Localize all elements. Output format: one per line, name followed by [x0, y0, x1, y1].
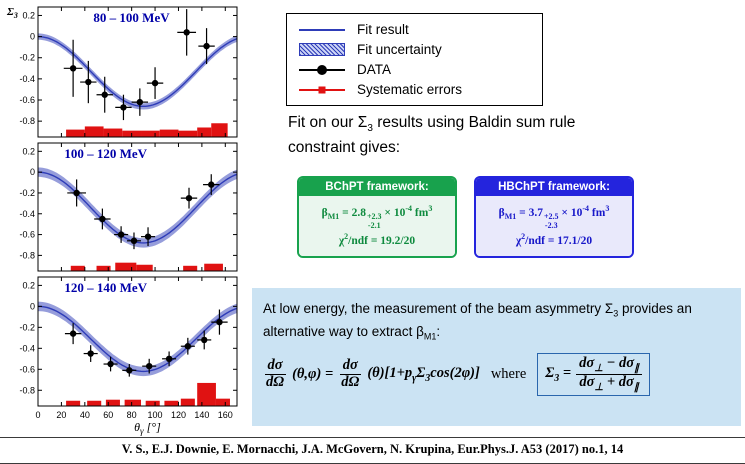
- svg-text:-0.2: -0.2: [19, 322, 35, 332]
- legend-label-data: DATA: [357, 62, 392, 77]
- plot-legend: Fit result Fit uncertainty DATA Systemat…: [286, 13, 543, 106]
- legend-label-fit-uncertainty: Fit uncertainty: [357, 42, 442, 57]
- svg-text:Σ3: Σ3: [6, 6, 18, 20]
- legend-label-systematic-errors: Systematic errors: [357, 82, 463, 97]
- chart-panel-80-100: 0.2 0 -0.2 -0.4 -0.6 -0.8 80 – 100 MeV Σ3: [4, 4, 244, 140]
- svg-text:80 – 100 MeV: 80 – 100 MeV: [93, 10, 170, 25]
- sigma3-lhs: Σ3 =: [545, 365, 572, 384]
- framework-results: BChPT framework: βM1 = 2.8+2.3-2.1 × 10-…: [297, 176, 634, 259]
- legend-item-fit-result: Fit result: [299, 22, 530, 37]
- svg-text:0: 0: [30, 301, 35, 311]
- bchpt-body: βM1 = 2.8+2.3-2.1 × 10-4 fm3 χ2/ndf = 19…: [299, 196, 455, 257]
- svg-text:140: 140: [194, 410, 209, 420]
- hbchpt-chi2-value: χ2/ndf = 17.1/20: [515, 232, 593, 248]
- bchpt-beta-value: βM1 = 2.8+2.3-2.1 × 10-4 fm3: [321, 204, 433, 231]
- svg-text:20: 20: [56, 410, 66, 420]
- fit-line-icon: [299, 23, 345, 37]
- hbchpt-beta-value: βM1 = 3.7+2.5-2.3 × 10-4 fm3: [498, 204, 610, 231]
- legend-item-systematic-errors: Systematic errors: [299, 82, 530, 97]
- svg-text:-0.2: -0.2: [19, 188, 35, 198]
- hbchpt-result-box: HBChPT framework: βM1 = 3.7+2.5-2.3 × 10…: [474, 176, 634, 259]
- data-marker-icon: [299, 63, 345, 77]
- info-text: At low energy, the measurement of the be…: [263, 301, 692, 342]
- svg-text:40: 40: [80, 410, 90, 420]
- svg-text:-0.6: -0.6: [19, 95, 35, 105]
- where-label: where: [490, 365, 527, 382]
- svg-text:0: 0: [30, 32, 35, 42]
- svg-text:0: 0: [30, 167, 35, 177]
- svg-text:-0.4: -0.4: [19, 74, 35, 84]
- equation-args-lhs: (θ,φ) =: [292, 365, 334, 382]
- chart-panel-100-120: 0.2 0 -0.2 -0.4 -0.6 -0.8 100 – 120 MeV: [4, 140, 244, 274]
- uncertainty-band-icon: [299, 43, 345, 57]
- sigma3-definition-box: Σ3 = dσ⊥ − dσ∥ dσ⊥ + dσ∥: [537, 353, 651, 396]
- systematic-marker-icon: [299, 83, 345, 97]
- svg-text:-0.6: -0.6: [19, 230, 35, 240]
- svg-text:100 – 120 MeV: 100 – 120 MeV: [64, 146, 147, 161]
- citation: V. S., E.J. Downie, E. Mornacchi, J.A. M…: [0, 437, 745, 464]
- svg-text:160: 160: [218, 410, 233, 420]
- bchpt-result-box: BChPT framework: βM1 = 2.8+2.3-2.1 × 10-…: [297, 176, 457, 259]
- svg-text:-0.6: -0.6: [19, 364, 35, 374]
- low-energy-info-box: At low energy, the measurement of the be…: [252, 288, 741, 426]
- sigma3-fraction: dσ⊥ − dσ∥ dσ⊥ + dσ∥: [576, 355, 643, 393]
- svg-text:-0.2: -0.2: [19, 53, 35, 63]
- svg-text:-0.8: -0.8: [19, 116, 35, 126]
- svg-text:-0.8: -0.8: [19, 385, 35, 395]
- svg-text:60: 60: [103, 410, 113, 420]
- legend-item-fit-uncertainty: Fit uncertainty: [299, 42, 530, 57]
- svg-text:0.2: 0.2: [22, 10, 35, 20]
- fit-description: Fit on our Σ3 results using Baldin sum r…: [288, 114, 576, 156]
- legend-label-fit-result: Fit result: [357, 22, 409, 37]
- legend-item-data: DATA: [299, 62, 530, 77]
- svg-text:120 – 140 MeV: 120 – 140 MeV: [64, 280, 147, 295]
- hbchpt-header: HBChPT framework:: [476, 178, 632, 196]
- svg-text:100: 100: [148, 410, 163, 420]
- svg-text:0: 0: [35, 410, 40, 420]
- equation-rhs-terms: (θ)[1+pγΣ3cos(2φ)]: [367, 365, 480, 384]
- svg-text:-0.4: -0.4: [19, 343, 35, 353]
- svg-text:-0.8: -0.8: [19, 250, 35, 260]
- sigma3-plots: 0.2 0 -0.2 -0.4 -0.6 -0.8 80 – 100 MeV Σ3 0.2 0 -…: [4, 4, 244, 436]
- svg-text:80: 80: [127, 410, 137, 420]
- bchpt-header: BChPT framework:: [299, 178, 455, 196]
- svg-text:0.2: 0.2: [22, 280, 35, 290]
- svg-text:-0.4: -0.4: [19, 209, 35, 219]
- bchpt-chi2-value: χ2/ndf = 19.2/20: [338, 232, 416, 248]
- bchpt-uncertainty: +2.3-2.1: [366, 211, 382, 231]
- chart-panel-120-140: 0.2 0 -0.2 -0.4 -0.6 -0.8 0 20 40 60 80 100 120 140 16…: [4, 274, 244, 436]
- svg-text:0.2: 0.2: [22, 146, 35, 156]
- svg-text:120: 120: [171, 410, 186, 420]
- hbchpt-body: βM1 = 3.7+2.5-2.3 × 10-4 fm3 χ2/ndf = 17…: [476, 196, 632, 257]
- svg-text:θγ [°]: θγ [°]: [134, 420, 161, 436]
- hbchpt-uncertainty: +2.5-2.3: [543, 211, 559, 231]
